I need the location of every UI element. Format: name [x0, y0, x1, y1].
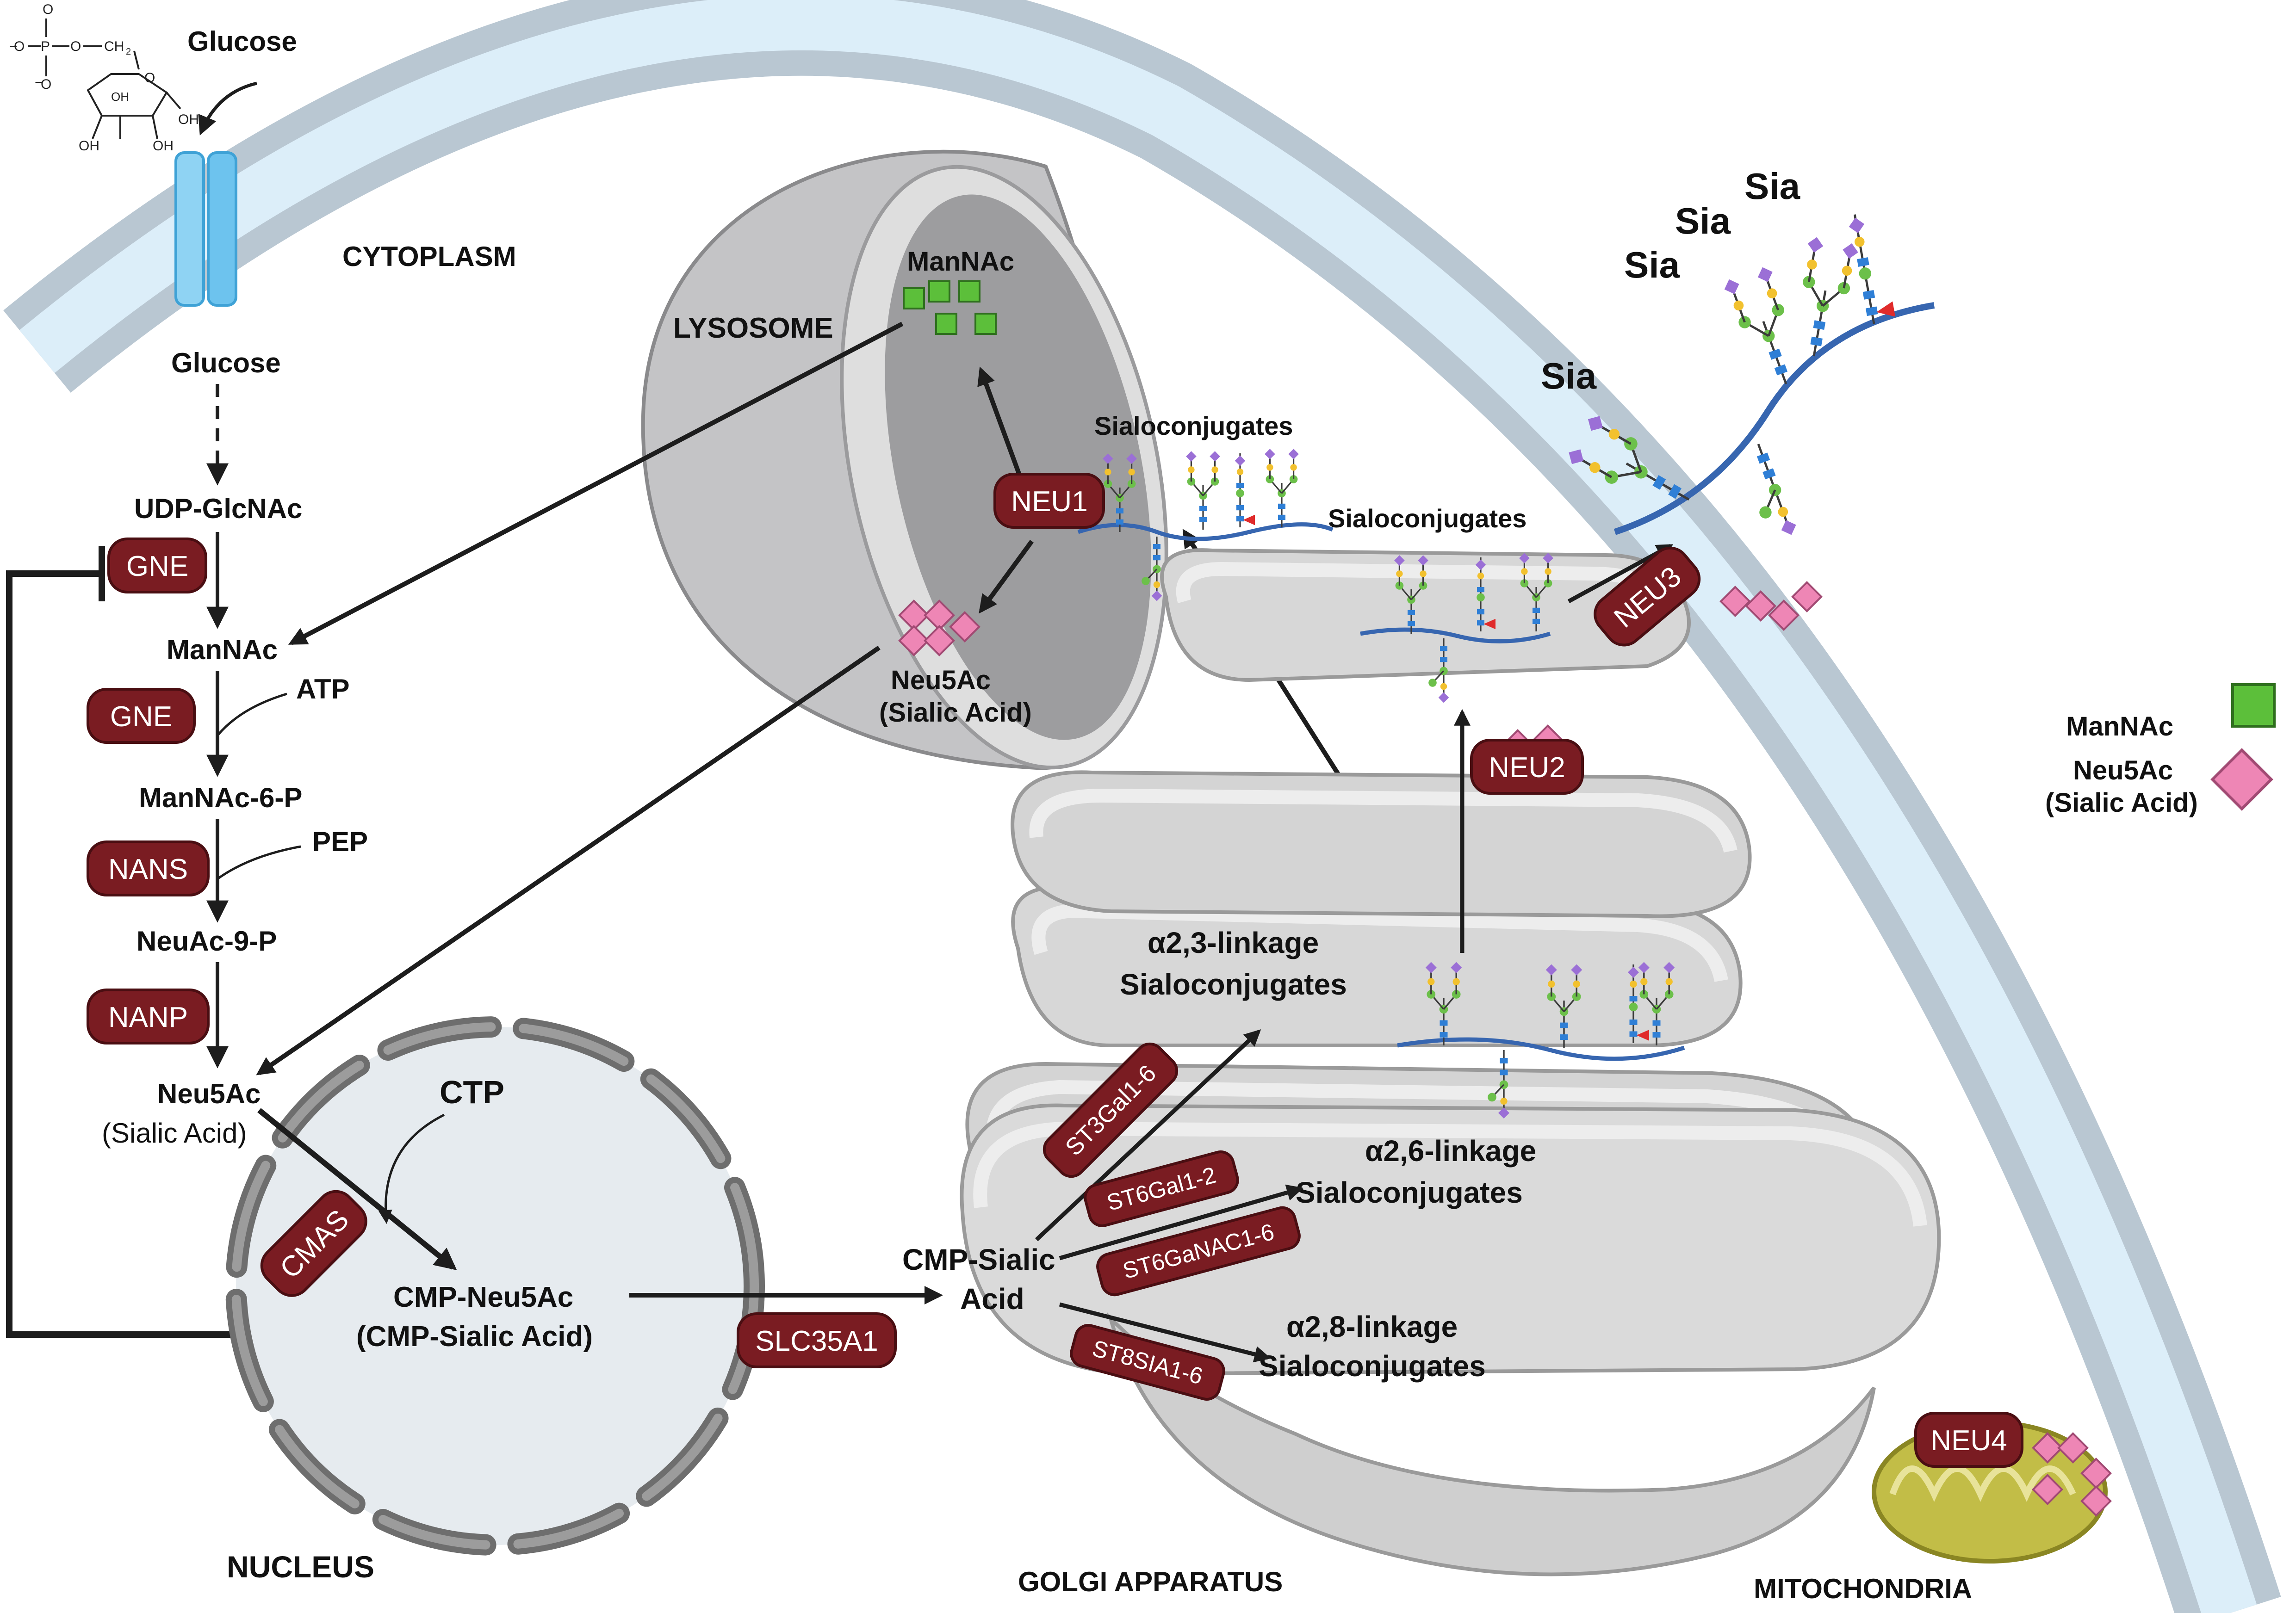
svg-text:GNE: GNE: [126, 550, 188, 582]
enzyme-nans: NANS: [87, 840, 210, 896]
neu5ac-label: Neu5Ac: [157, 1078, 261, 1109]
sia-label: Sia: [1624, 244, 1680, 285]
svg-text:SLC35A1: SLC35A1: [755, 1325, 878, 1357]
mannac-square-icon: [974, 313, 997, 335]
enzyme-st6galnac: ST6GaNAC1-6: [1096, 1206, 1301, 1297]
a23-sialoconjugates-label: Sialoconjugates: [1120, 968, 1347, 1001]
sialic-acid-label: (Sialic Acid): [102, 1118, 247, 1149]
enzyme-neu4: NEU4: [1914, 1412, 2023, 1468]
mannac-square-icon: [928, 280, 950, 303]
a26-sialoconjugates-label: Sialoconjugates: [1296, 1176, 1523, 1209]
svg-text:NANS: NANS: [108, 853, 188, 885]
enzyme-labels: GNE GNE NANS NANP CMAS SLC35A1 NEU1 NEU: [87, 473, 2023, 1468]
lysosome-neu5ac-label: Neu5Ac: [891, 665, 991, 695]
sia-label: Sia: [1541, 355, 1597, 396]
neu5ac-to-cmp-arrow: [257, 1108, 457, 1271]
sia-label: Sia: [1675, 200, 1731, 241]
plasma-membrane: [3, 0, 2281, 1613]
nucleus-label: NUCLEUS: [227, 1550, 374, 1584]
svg-text:P: P: [41, 39, 50, 54]
svg-text:NANP: NANP: [108, 1001, 188, 1033]
lysosome-sialoconjugates-icon: [1077, 448, 1334, 602]
cmp-sialic-acid-label: (CMP-Sialic Acid): [356, 1321, 593, 1353]
svg-text:NEU4: NEU4: [1930, 1425, 2007, 1457]
mannac-6-p-label: ManNAc-6-P: [139, 782, 302, 813]
legend: ManNAc Neu5Ac (Sialic Acid): [2045, 683, 2276, 818]
enzyme-nanp: NANP: [87, 989, 210, 1044]
svg-text:NEU2: NEU2: [1489, 752, 1565, 784]
svg-text:2: 2: [126, 47, 131, 57]
golgi-sialoconjugates-icon: [1397, 961, 1685, 1119]
svg-text:−: −: [9, 39, 18, 54]
mannac-square-icon: [958, 280, 980, 303]
cmp-sialic-acid-word: Acid: [960, 1282, 1024, 1316]
enzyme-gne-1: GNE: [107, 538, 207, 593]
glucose-structure-text: O − O P O CH 2 − O O OH OH OH OH: [9, 2, 199, 154]
svg-text:GNE: GNE: [110, 701, 172, 733]
svg-text:−: −: [35, 75, 43, 90]
ctp-arrow: [378, 1113, 445, 1224]
glucose-label: Glucose: [187, 26, 297, 57]
mannac-square-icon: [903, 287, 925, 309]
lysosome-sialoconjugates-label: Sialoconjugates: [1094, 411, 1293, 440]
legend-sialic-label: (Sialic Acid): [2045, 788, 2198, 818]
golgi-sialoconjugates-label: Sialoconjugates: [1328, 504, 1527, 533]
ctp-label: CTP: [440, 1074, 504, 1110]
a28-linkage-label: α2,8-linkage: [1286, 1310, 1458, 1343]
legend-mannac-square-icon: [2231, 683, 2276, 728]
golgi-label: GOLGI APPARATUS: [1018, 1566, 1283, 1597]
lysosome-label: LYSOSOME: [673, 312, 833, 344]
svg-text:O: O: [43, 2, 53, 17]
lysosome-sialic-label: (Sialic Acid): [879, 698, 1032, 728]
cmp-sialic-label: CMP-Sialic: [902, 1243, 1055, 1276]
neuac-9-p-label: NeuAc-9-P: [137, 926, 277, 957]
a26-linkage-label: α2,6-linkage: [1365, 1134, 1536, 1168]
enzyme-st3gal: ST3Gal1-6: [1043, 1042, 1179, 1178]
surface-glycoprotein-icon: [1564, 210, 1935, 543]
svg-text:OH: OH: [178, 112, 199, 127]
enzyme-gne-2: GNE: [87, 688, 196, 744]
atp-label: ATP: [296, 674, 350, 705]
svg-text:NEU1: NEU1: [1011, 486, 1087, 518]
glucose-inside-label: Glucose: [171, 347, 281, 378]
legend-neu5ac-diamond-icon: [2210, 748, 2273, 811]
glucose-transporter-icon: [174, 151, 237, 307]
enzyme-slc35a1: SLC35A1: [737, 1312, 897, 1368]
svg-text:OH: OH: [111, 90, 129, 104]
pep-label: PEP: [312, 826, 368, 857]
mannac-label: ManNAc: [167, 634, 278, 665]
svg-text:CH: CH: [104, 39, 124, 54]
legend-mannac-label: ManNAc: [2066, 711, 2173, 742]
nucleus: [225, 1016, 765, 1556]
lysosome-mannac-label: ManNAc: [907, 247, 1014, 277]
svg-text:O: O: [144, 70, 155, 86]
glucose-import-arrow: [198, 81, 257, 136]
glucose-6-phosphate-structure-icon: [28, 19, 181, 139]
upper-sialoconjugates-icon: [1360, 552, 1554, 704]
svg-text:O: O: [14, 39, 25, 54]
svg-text:O: O: [70, 39, 81, 54]
legend-neu5ac-label: Neu5Ac: [2073, 755, 2173, 785]
a28-sialoconjugates-label: Sialoconjugates: [1259, 1349, 1486, 1383]
svg-text:O: O: [41, 77, 51, 92]
mannac-square-icon: [935, 313, 957, 335]
cmp-neu5ac-label: CMP-Neu5Ac: [393, 1281, 573, 1313]
a23-linkage-label: α2,3-linkage: [1148, 926, 1319, 959]
pathway-arrows: [206, 384, 301, 1069]
feedback-inhibition-line: [6, 546, 324, 1338]
udp-glcnac-label: UDP-GlcNAc: [134, 493, 302, 524]
svg-text:OH: OH: [79, 138, 99, 154]
enzyme-neu2: NEU2: [1470, 739, 1584, 795]
svg-text:OH: OH: [153, 138, 174, 154]
mitochondria-label: MITOCHONDRIA: [1754, 1573, 1972, 1604]
sia-label: Sia: [1744, 166, 1800, 207]
enzyme-neu1: NEU1: [993, 473, 1105, 529]
cytoplasm-label: CYTOPLASM: [342, 241, 516, 272]
